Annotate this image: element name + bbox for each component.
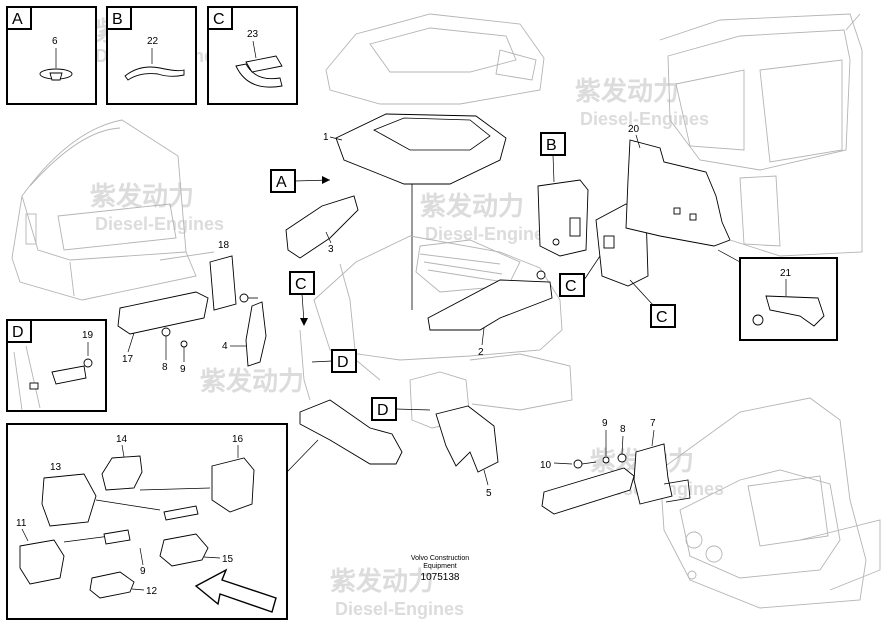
part-13 [41, 473, 97, 527]
parts-17-18: 17 18 8 9 [117, 240, 258, 375]
callout-8-right: 8 [620, 424, 626, 435]
watermark-cn: 紫发动力 [420, 191, 524, 221]
callout-22: 22 [147, 36, 159, 47]
part-3 [285, 195, 359, 259]
parts-7-10: 7 10 9 8 [540, 418, 691, 515]
watermark-cn: 紫发动力 [575, 76, 679, 106]
panel-b [537, 179, 589, 257]
watermark-en: Diesel-Engines [580, 109, 709, 129]
watermark-en: Diesel-Engines [425, 224, 554, 244]
footer-number: 1075138 [421, 572, 460, 583]
part-4 [245, 301, 267, 367]
part-14 [101, 455, 143, 491]
watermark-en: Diesel-Engines [335, 599, 464, 619]
callout-19: 19 [82, 330, 94, 341]
cab-assembly [659, 13, 863, 257]
part-5: 5 [435, 405, 499, 499]
frame-tags: C D D [289, 271, 431, 421]
svg-text:C: C [656, 309, 668, 326]
detail-box-a: A 6 [6, 6, 97, 105]
part-16 [211, 457, 255, 513]
watermark-cn: 紫发动力 [330, 566, 434, 596]
part-4-strip: 4 [222, 301, 267, 367]
part-7 [633, 443, 673, 505]
cable-tie-part [124, 66, 185, 81]
callout-23: 23 [247, 29, 259, 40]
callout-18: 18 [218, 240, 230, 251]
svg-text:C: C [295, 276, 307, 293]
callout-8-left: 8 [162, 362, 168, 373]
detail-letter-b: B [112, 11, 123, 28]
detail-letter-c: C [213, 11, 225, 28]
watermark-en: Diesel-Engines [95, 214, 224, 234]
detail-box-c: C 23 [207, 6, 298, 105]
part-11 [19, 539, 65, 585]
part-15 [159, 533, 209, 567]
callout-3: 3 [328, 244, 334, 255]
bracket-21 [765, 295, 825, 327]
callout-7: 7 [650, 418, 656, 429]
callout-9-inset: 9 [140, 566, 146, 577]
part-1 [335, 113, 507, 185]
callout-9-right: 9 [602, 418, 608, 429]
footer-caption: Volvo Construction Equipment 1075138 [411, 555, 469, 583]
central-frame: 2 [299, 235, 573, 429]
part-17 [117, 291, 209, 335]
lower-foam-strip [299, 399, 403, 465]
svg-text:A: A [276, 174, 287, 191]
callout-13: 13 [50, 462, 62, 473]
svg-text:C: C [565, 278, 577, 295]
detail-box-b: B 22 [106, 6, 197, 105]
callout-5: 5 [486, 488, 492, 499]
watermark-cn: 紫发动力 [90, 181, 194, 211]
callout-9-left: 9 [180, 364, 186, 375]
view-arrow [194, 568, 277, 613]
callout-11: 11 [16, 518, 27, 529]
callout-4: 4 [222, 341, 228, 352]
part-2 [427, 279, 553, 331]
detail-box-21: 21 [717, 249, 838, 341]
callout-10: 10 [540, 460, 552, 471]
footer-line2: Equipment [423, 563, 457, 570]
callout-16: 16 [232, 434, 244, 445]
left-hood-assembly [11, 119, 215, 301]
roof-assembly: 1 [323, 13, 545, 310]
part-3-duct: 3 A [270, 169, 359, 259]
detail-letter-d: D [12, 324, 24, 341]
part-12 [89, 571, 135, 599]
tag-c-mid [559, 273, 585, 297]
callout-21: 21 [780, 268, 792, 279]
part-20 [625, 139, 731, 247]
callout-20: 20 [628, 124, 640, 135]
part-18 [209, 255, 237, 311]
right-fender-assembly [659, 397, 881, 609]
callout-2: 2 [478, 347, 484, 358]
callout-15: 15 [222, 554, 234, 565]
detail-letter-a: A [12, 11, 23, 28]
svg-text:D: D [337, 354, 349, 371]
callout-6: 6 [52, 36, 58, 47]
svg-text:D: D [377, 402, 389, 419]
detail-box-d: D 19 [6, 319, 107, 412]
footer-line1: Volvo Construction [411, 555, 469, 562]
svg-text:B: B [546, 137, 557, 154]
part-10 [541, 467, 635, 515]
part-20-panel: 20 [625, 124, 731, 247]
callout-12: 12 [146, 586, 158, 597]
callout-17: 17 [122, 354, 134, 365]
callout-14: 14 [116, 434, 128, 445]
callout-1: 1 [323, 132, 329, 143]
watermark-cn: 紫发动力 [200, 366, 304, 396]
detail-inset: 14 13 16 11 12 15 9 [6, 423, 288, 620]
bracket-part [51, 365, 87, 385]
tag-c-right [650, 304, 676, 328]
